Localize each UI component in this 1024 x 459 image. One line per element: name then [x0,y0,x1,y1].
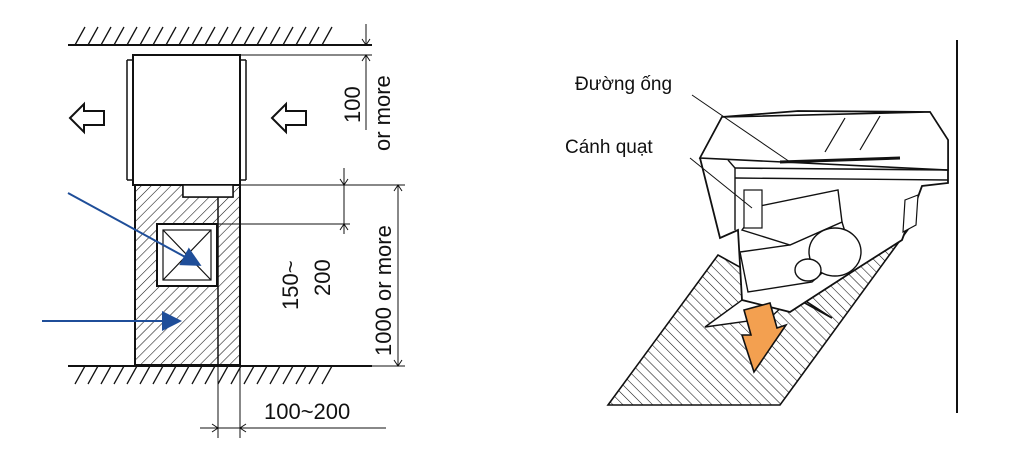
dim-side-offset-value: 100~200 [264,399,350,424]
pointer-arrow-upper [67,192,202,266]
dim-grille-distance-value: 150~ [278,260,303,310]
indoor-unit [126,54,247,198]
dim-grille-distance [218,168,405,234]
leader-pipe [691,94,791,163]
dim-side-offset [200,366,386,438]
label-pipe: Đường ống [575,74,672,95]
dim-front-clearance [240,184,405,367]
leader-fan-blade [689,157,753,209]
dim-top-clearance [240,24,372,130]
dim-top-clearance-value: 100 [340,86,365,123]
dim-grille-distance-value-2: 200 [310,259,335,296]
airflow-right-icon [270,101,307,135]
floor-line [68,365,372,385]
dim-front-clearance-value: 1000 or more [371,225,396,356]
suction-grille [156,223,218,287]
airflow-down-icon [740,302,788,374]
ceiling-line [68,26,372,46]
right-diagram: Đường ống Cánh quạt [565,40,958,413]
airflow-left-icon [68,101,105,135]
left-diagram: 100 or more 150~ 200 1000 or more [42,24,405,438]
label-fan-blade: Cánh quạt [565,137,653,158]
dim-top-clearance-suffix: or more [370,75,395,151]
ceiling-unit [698,110,949,313]
